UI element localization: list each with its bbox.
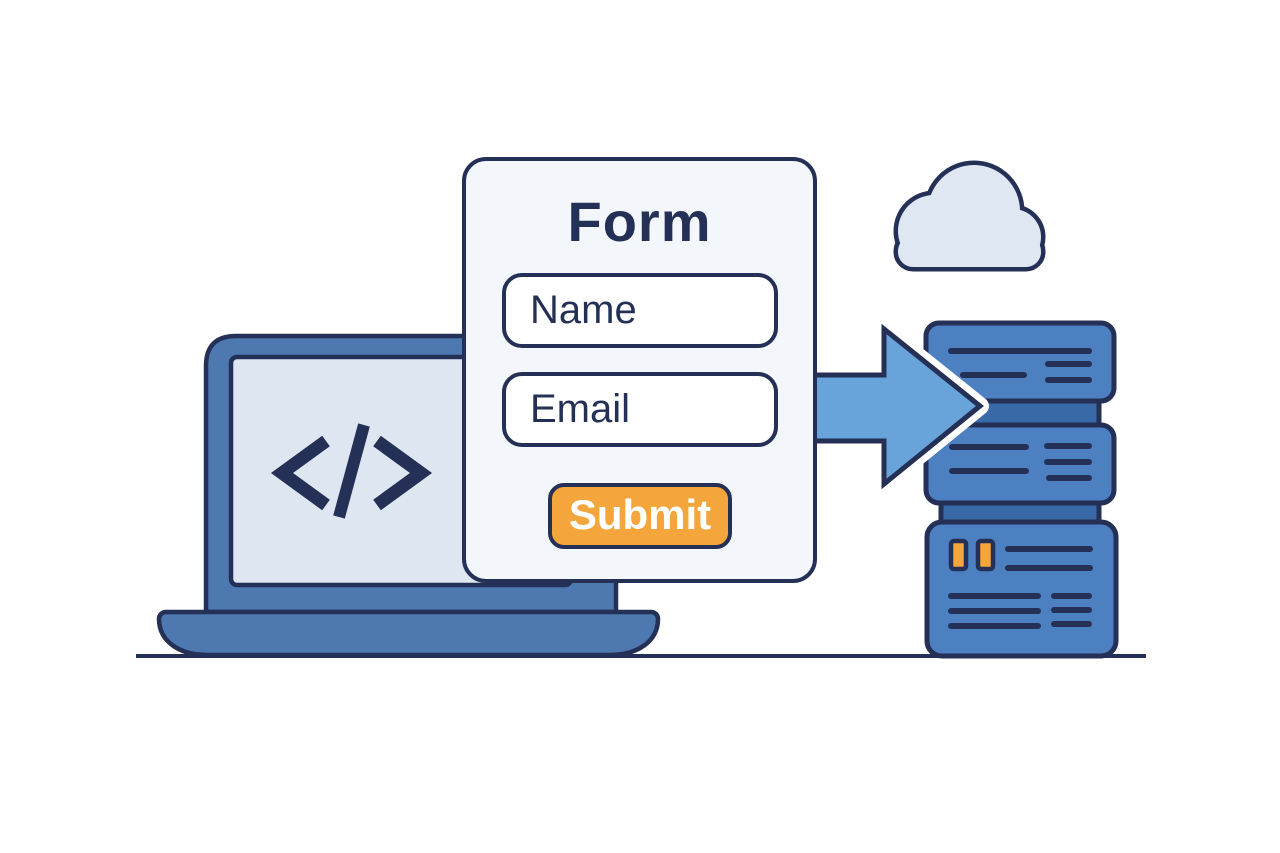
drive-light (948, 538, 969, 572)
drive-light (975, 538, 996, 572)
name-field[interactable] (502, 273, 778, 348)
code-icon (270, 423, 433, 519)
laptop-base (156, 609, 661, 658)
cloud-icon (893, 160, 1046, 272)
server-stack (923, 320, 1119, 659)
form-title: Form (567, 190, 712, 253)
email-field[interactable] (502, 372, 778, 447)
form-card: Form Submit (462, 157, 817, 583)
submit-button[interactable]: Submit (548, 483, 732, 549)
arrow-right-icon (801, 320, 989, 493)
